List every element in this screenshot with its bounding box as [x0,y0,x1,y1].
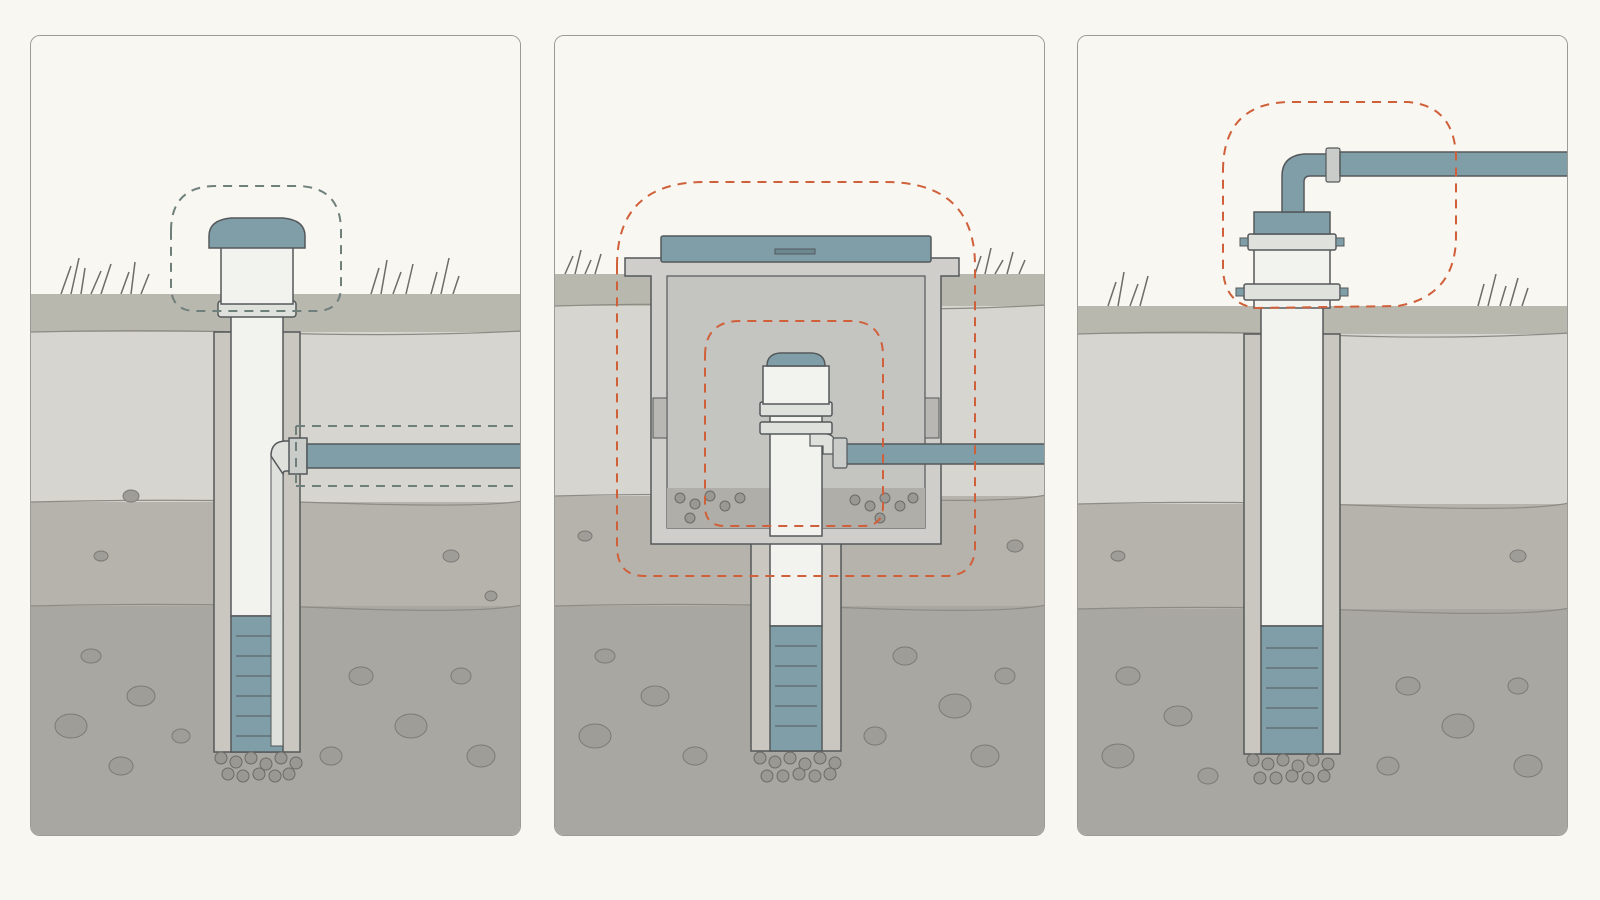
diagram-panel-capped-well [30,35,521,836]
panel-2-svg [555,36,1044,835]
gravel-pack [214,751,303,783]
well-casing [750,535,842,752]
wellhead-highlight [704,320,884,527]
grass-tufts [564,247,1026,275]
top-cap [1253,211,1331,235]
pebbles [1101,549,1543,785]
pit-highlight [616,181,976,577]
pebbles [577,530,1024,768]
highlight-outlines [170,185,520,487]
lateral-water-line [844,443,1044,465]
well-screen [1260,625,1324,755]
lateral-water-line [306,443,520,469]
well-cap [208,217,306,318]
wellhead-in-pit [759,352,1044,537]
pitless-adapter-outlet [270,437,520,477]
lower-flange [1243,283,1341,301]
outlet-highlight [295,425,520,487]
diagram-panel-well-pit [554,35,1045,836]
diagram-panel-flanged-wellhead [1077,35,1568,836]
gravel-pack [1246,753,1335,785]
panel-1-svg [31,36,520,835]
gravel-pack [753,751,842,783]
well-screen [769,625,823,752]
highlight-outlines [1222,101,1457,310]
casing-pipe [1260,305,1324,627]
upper-flange [1247,233,1337,251]
well-casing [213,315,301,753]
cap-highlight [170,185,342,312]
panel-3-svg [1078,36,1567,835]
flanged-wellhead [1235,147,1567,309]
well-casing [1243,305,1341,755]
wellhead-highlight [1222,101,1457,310]
lateral-water-line [1339,151,1567,177]
grass-tufts [1107,271,1529,307]
drop-pipe [270,455,284,747]
grass-tufts [60,257,460,295]
highlight-outlines [616,181,976,577]
casing-pipe [769,535,823,627]
pebbles [54,489,498,776]
